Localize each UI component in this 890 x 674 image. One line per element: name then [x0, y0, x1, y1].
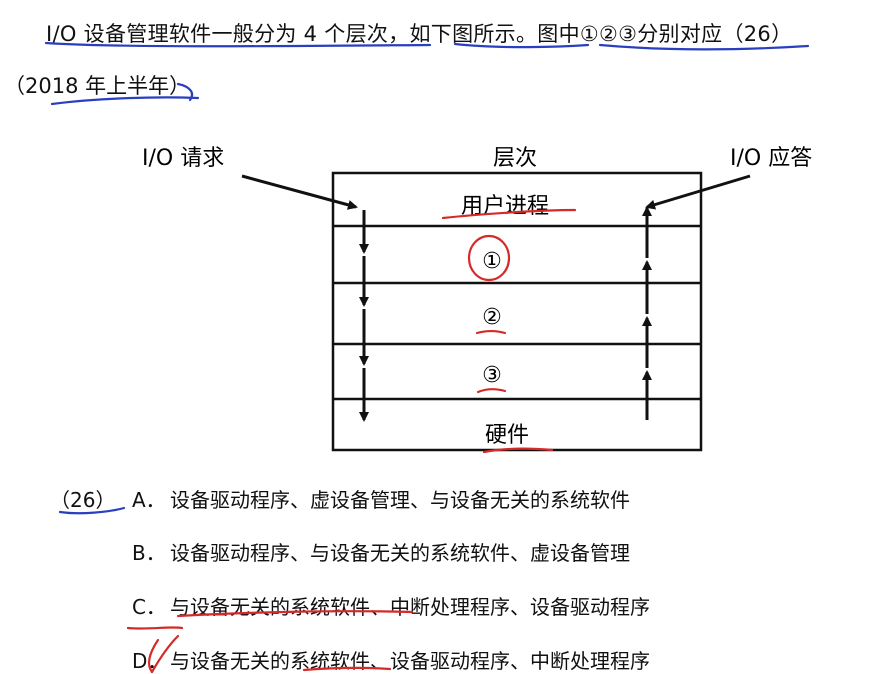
option-text: 设备驱动程序、虚设备管理、与设备无关的系统软件	[170, 488, 630, 512]
option-key: B．	[132, 541, 166, 565]
question-number: （26）	[50, 488, 116, 512]
option-key: A．	[132, 488, 166, 512]
option-key: C．	[132, 595, 166, 619]
layer-user-process: 用户进程	[461, 194, 549, 219]
io-response-label: I/O 应答	[730, 146, 812, 171]
io-request-label: I/O 请求	[142, 146, 224, 171]
option-text: 与设备无关的系统软件、中断处理程序、设备驱动程序	[170, 595, 650, 619]
option-c[interactable]: C．与设备无关的系统软件、中断处理程序、设备驱动程序	[132, 591, 650, 620]
option-d[interactable]: D．与设备无关的系统软件、设备驱动程序、中断处理程序	[132, 645, 650, 674]
layer-hardware: 硬件	[485, 423, 529, 448]
option-b[interactable]: B．设备驱动程序、与设备无关的系统软件、虚设备管理	[132, 537, 630, 566]
layer-3: ③	[482, 363, 502, 388]
response-arrow	[645, 174, 751, 210]
option-a[interactable]: A．设备驱动程序、虚设备管理、与设备无关的系统软件	[132, 484, 630, 513]
option-key: D．	[132, 649, 168, 673]
request-arrow	[241, 174, 358, 210]
option-text: 设备驱动程序、与设备无关的系统软件、虚设备管理	[170, 541, 630, 565]
layer-2: ②	[482, 305, 502, 330]
option-text: 与设备无关的系统软件、设备驱动程序、中断处理程序	[170, 649, 650, 673]
question-source: （2018 年上半年）	[4, 74, 191, 98]
layer-1: ①	[482, 249, 502, 274]
diagram-header: 层次	[493, 146, 537, 171]
